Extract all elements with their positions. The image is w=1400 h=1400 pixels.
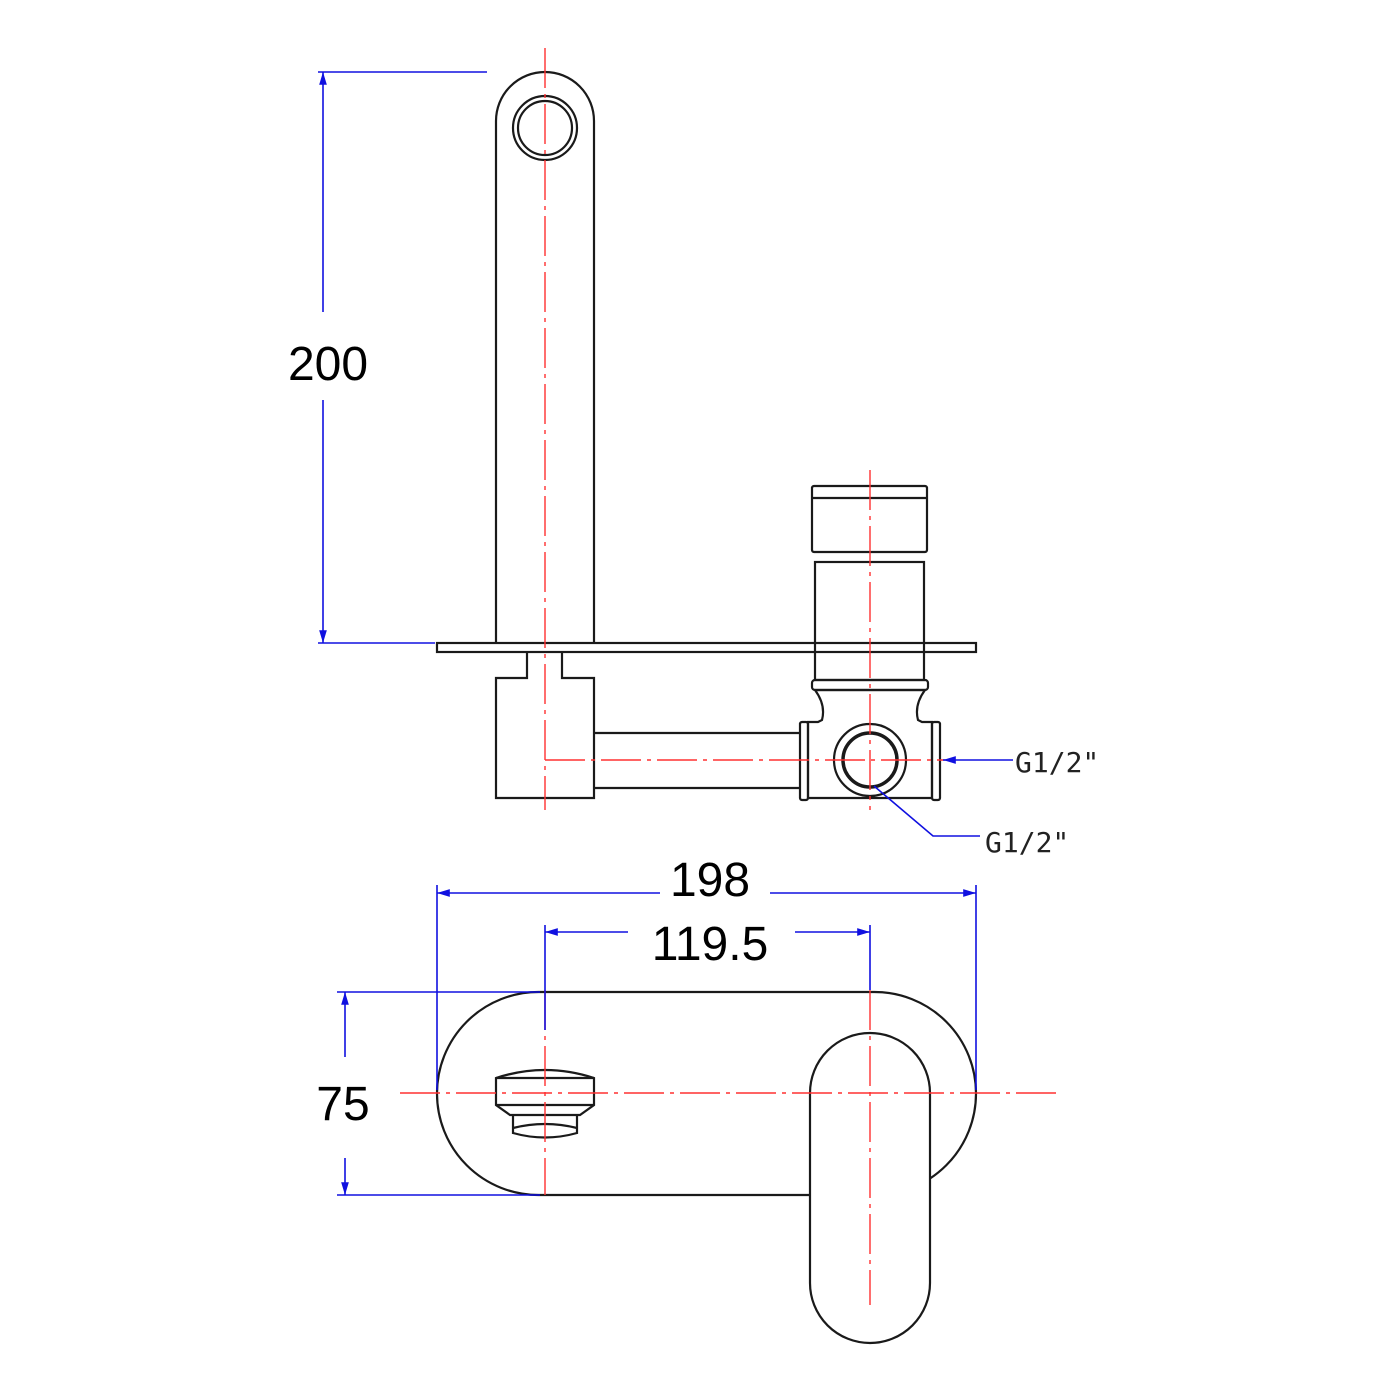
front-view: 198 119.5 75	[316, 854, 1060, 1345]
spout-outlet-inner	[516, 99, 574, 157]
right-flange	[930, 720, 942, 802]
dimension-plate-height-label: 75	[316, 1078, 369, 1131]
front-inlet-thread-label: G1/2"	[985, 826, 1069, 859]
left-flange	[798, 720, 810, 802]
connecting-pipe	[594, 731, 800, 790]
dimension-center-distance-label: 119.5	[652, 918, 769, 971]
dimension-width-label: 198	[670, 854, 750, 907]
side-view: 200 G1/2" G1/2"	[288, 48, 1099, 859]
front-inlet-leader	[873, 785, 980, 837]
wall-plate-side	[435, 641, 978, 654]
dimension-height-label: 200	[288, 338, 368, 391]
side-inlet-thread-label: G1/2"	[1015, 746, 1099, 779]
